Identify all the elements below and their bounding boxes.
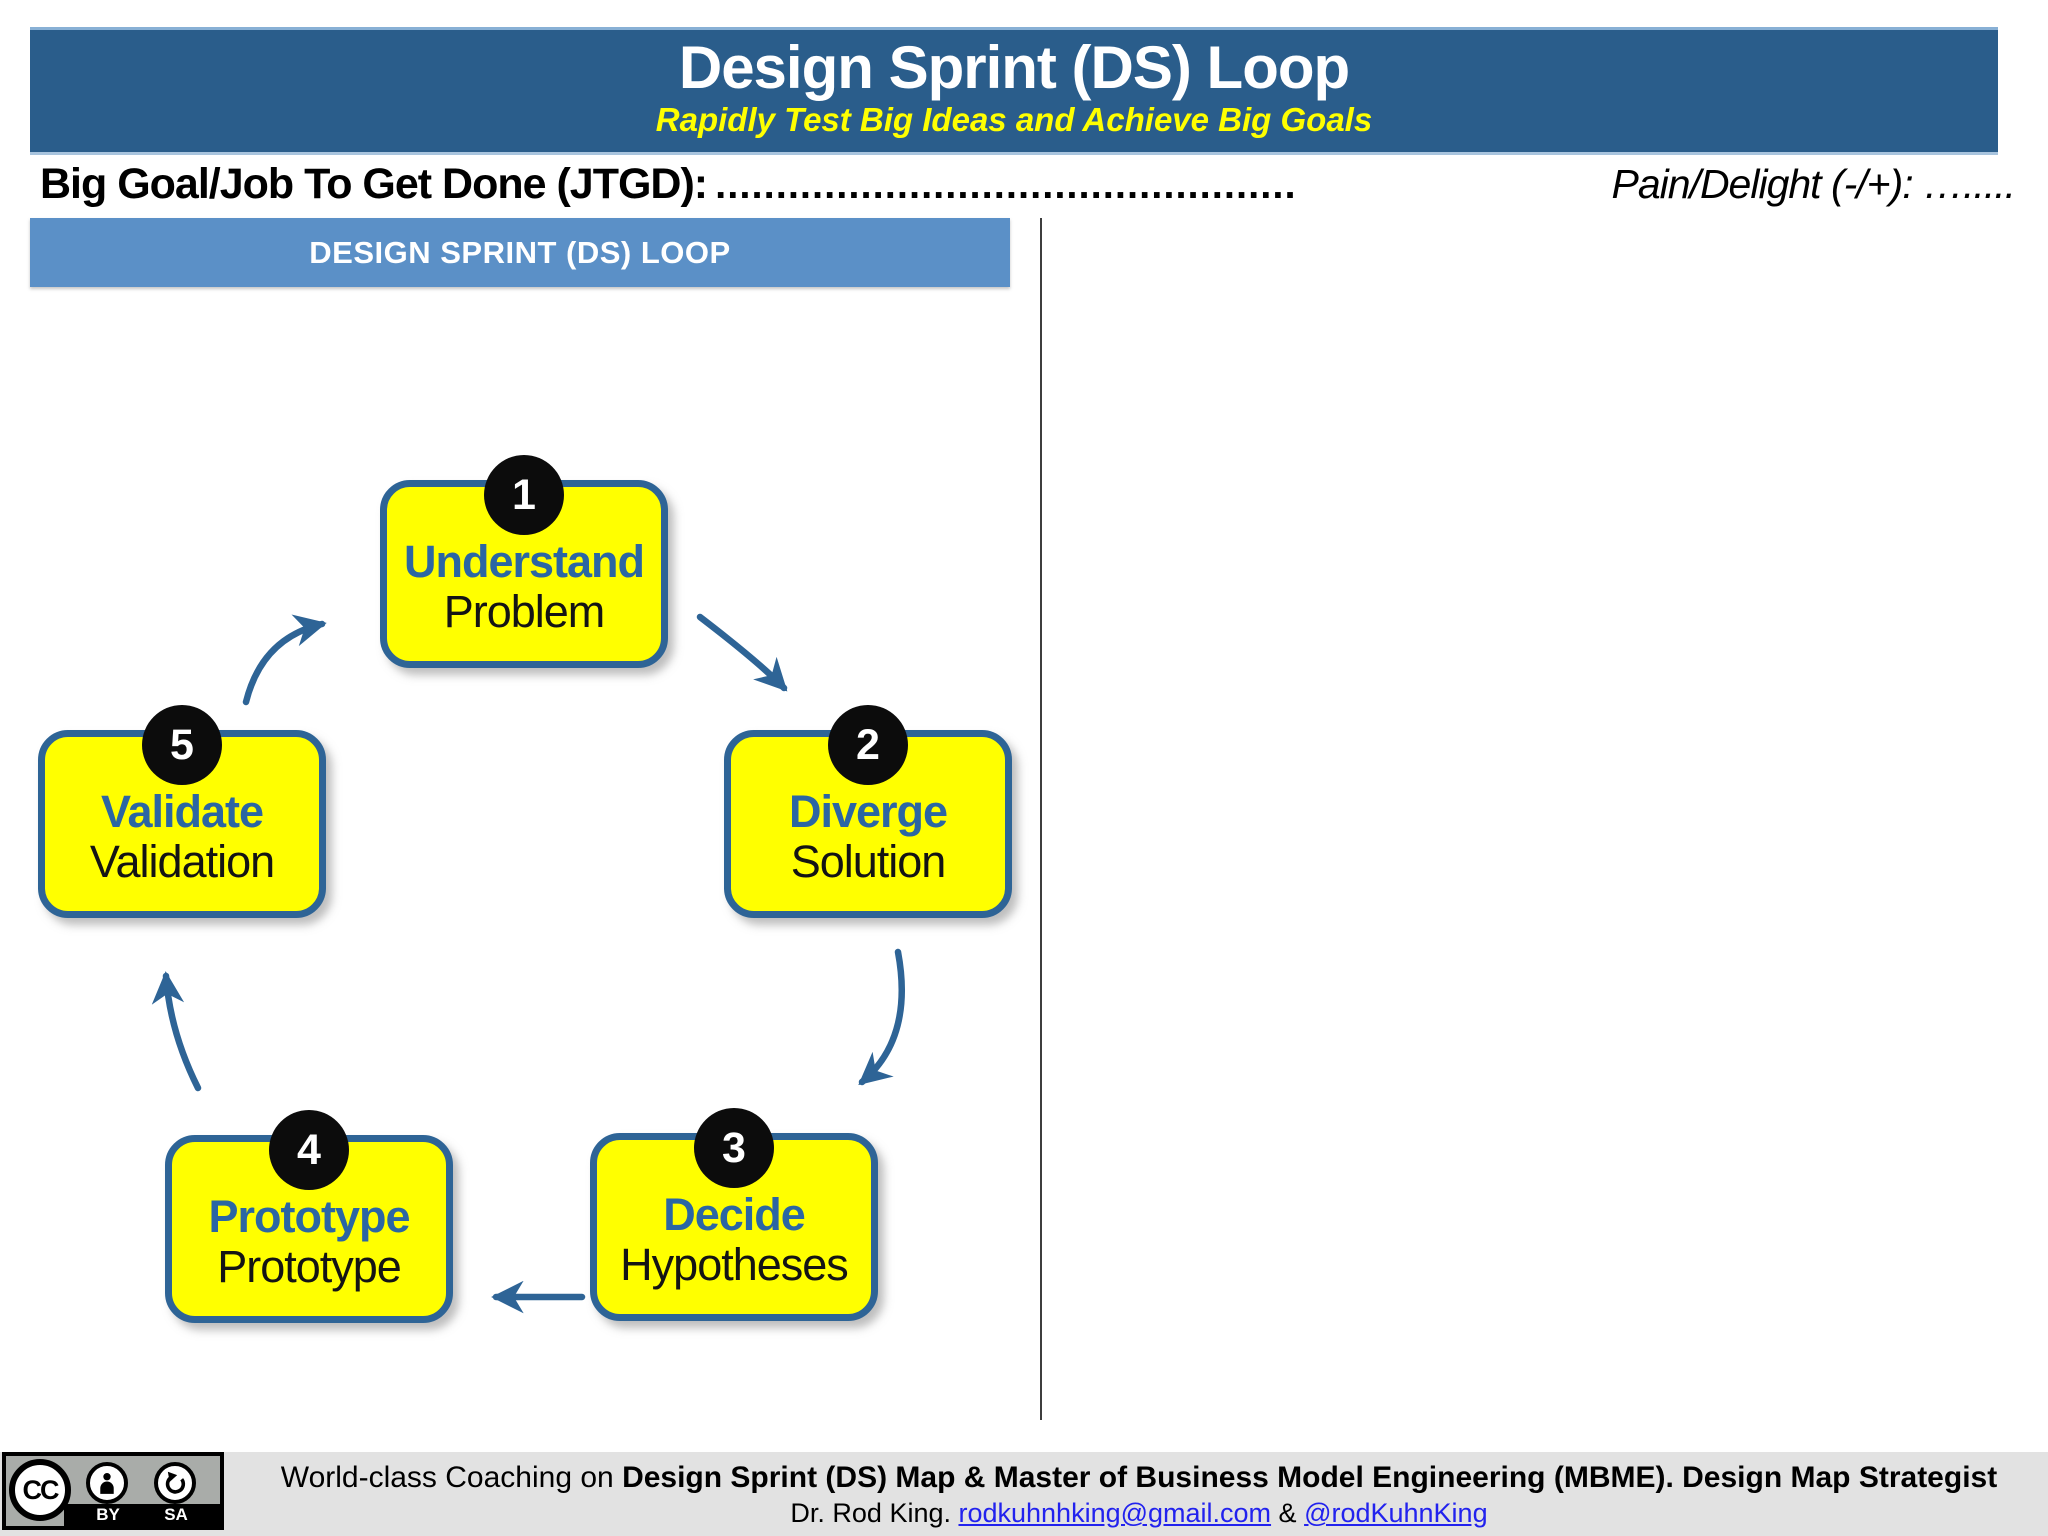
footer-credits: World-class Coaching on Design Sprint (D… <box>230 1452 2048 1536</box>
loop-arrows <box>151 613 906 1314</box>
step-subtitle: Solution <box>790 836 947 887</box>
title-banner: Design Sprint (DS) Loop Rapidly Test Big… <box>30 27 1998 155</box>
step-number-badge: 5 <box>142 705 222 785</box>
twitter-handle-link[interactable]: @rodKuhnKing <box>1304 1498 1488 1528</box>
cc-by-label: BY <box>96 1505 120 1524</box>
cc-icon: CC <box>9 1459 71 1521</box>
goal-row: Big Goal/Job To Get Done (JTGD): .......… <box>40 160 2016 214</box>
step-subtitle: Problem <box>443 586 606 637</box>
step-subtitle: Prototype <box>217 1241 402 1292</box>
step-title: Validate <box>100 785 264 837</box>
step-box-prototype: 4 Prototype Prototype <box>165 1110 453 1323</box>
step-number-badge: 2 <box>828 705 908 785</box>
jtgd-label: Big Goal/Job To Get Done (JTGD): <box>40 160 708 208</box>
arrow-4-to-5 <box>151 971 202 1092</box>
cc-badge-strip <box>64 1504 220 1526</box>
step-box-validate: 5 Validate Validation <box>38 705 326 918</box>
cc-sa-share-alike-icon <box>154 1462 196 1504</box>
cc-sa-label: SA <box>164 1505 188 1524</box>
footer-line1-bold: Design Sprint (DS) Map & Master of Busin… <box>622 1461 1998 1494</box>
step-title: Decide <box>663 1188 806 1240</box>
step-title: Prototype <box>208 1190 410 1242</box>
panel-header: DESIGN SPRINT (DS) LOOP <box>30 218 1010 287</box>
jtgd-fill-in-line: ........................................… <box>715 163 1297 207</box>
arrow-2-to-3 <box>858 948 906 1086</box>
email-link[interactable]: rodkuhnhking@gmail.com <box>958 1498 1272 1528</box>
footer-author: Dr. Rod King. <box>790 1498 959 1528</box>
arrow-5-to-1 <box>242 614 327 706</box>
step-subtitle: Hypotheses <box>620 1239 849 1290</box>
vertical-divider <box>1040 218 1042 1420</box>
page-subtitle: Rapidly Test Big Ideas and Achieve Big G… <box>655 101 1373 138</box>
step-box-understand: 1 Understand Problem <box>380 455 668 668</box>
footer-line1-regular: World-class Coaching on <box>280 1461 623 1494</box>
page-title: Design Sprint (DS) Loop <box>678 34 1350 101</box>
footer-ampersand: & <box>1271 1498 1305 1528</box>
cc-by-person-icon <box>86 1462 128 1504</box>
step-number-badge: 1 <box>484 455 564 535</box>
pain-delight-label: Pain/Delight (-/+): …..... <box>1611 161 2016 207</box>
arrow-1-to-2 <box>696 613 788 692</box>
step-title: Diverge <box>788 785 948 837</box>
step-subtitle: Validation <box>89 836 275 887</box>
cc-by-sa-badge: CC BY SA <box>2 1452 224 1530</box>
footer-bar: World-class Coaching on Design Sprint (D… <box>0 1452 2048 1536</box>
step-box-decide: 3 Decide Hypotheses <box>590 1108 878 1321</box>
step-number-badge: 4 <box>269 1110 349 1190</box>
step-title: Understand <box>403 535 645 587</box>
step-number-badge: 3 <box>694 1108 774 1188</box>
step-box-diverge: 2 Diverge Solution <box>724 705 1012 918</box>
